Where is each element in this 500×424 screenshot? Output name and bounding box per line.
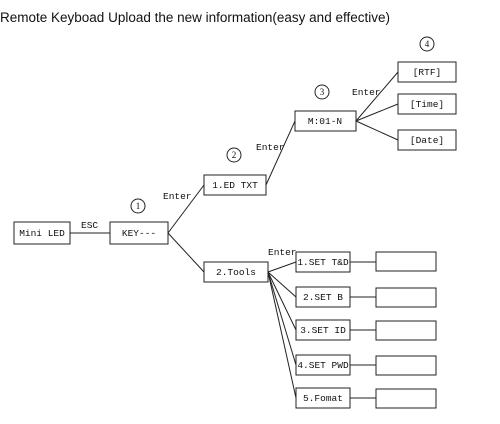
step-number-4: 4 xyxy=(425,39,430,49)
edge-label-enter-edtxt: Enter xyxy=(256,142,285,153)
edge-edtxt-m01n xyxy=(265,120,296,186)
empty-box-setid xyxy=(375,320,437,341)
edge-key-edtxt xyxy=(167,184,205,234)
node-key-label: KEY--- xyxy=(122,228,156,239)
edge-m01n-date xyxy=(355,120,399,141)
step-circle-2 xyxy=(226,147,242,163)
node-rtf-label: [RTF] xyxy=(413,67,442,78)
node-rtf-box xyxy=(397,61,457,83)
page-title: Remote Keyboad Upload the new informatio… xyxy=(0,10,390,25)
node-m01n-box xyxy=(294,110,357,132)
node-time-label: [Time] xyxy=(410,99,444,110)
step-circle-4 xyxy=(419,36,435,52)
node-date-box xyxy=(397,129,457,151)
node-m01n-label: M:01-N xyxy=(308,116,342,127)
empty-box-fomat xyxy=(375,388,437,409)
connector-lines xyxy=(70,71,399,399)
node-settd-box xyxy=(295,251,351,273)
step-circle-1 xyxy=(130,198,146,214)
node-tools-box xyxy=(203,261,269,283)
edge-tools-settd xyxy=(267,261,297,273)
edge-m01n-rtf xyxy=(355,71,399,122)
edge-key-tools xyxy=(167,232,205,273)
edge-tools-setid xyxy=(267,271,297,331)
node-key-box xyxy=(109,221,169,245)
node-tools-label: 2.Tools xyxy=(216,267,256,278)
edge-tools-setb xyxy=(267,271,297,298)
node-settd-label: 1.SET T&D xyxy=(297,257,349,268)
edge-label-enter-m01n: Enter xyxy=(352,87,381,98)
node-setid-label: 3.SET ID xyxy=(300,325,346,336)
step-number-3: 3 xyxy=(320,87,325,97)
node-date-label: [Date] xyxy=(410,135,444,146)
edge-tools-fomat xyxy=(267,271,297,399)
edge-label-esc: ESC xyxy=(81,220,98,231)
empty-box-setb xyxy=(375,287,437,308)
step-circle-3 xyxy=(314,84,330,100)
node-mini-led-box xyxy=(13,221,71,245)
node-setb-box xyxy=(295,286,351,308)
edge-m01n-time xyxy=(355,103,399,122)
node-edtxt-label: 1.ED TXT xyxy=(212,180,258,191)
empty-box-settd xyxy=(375,251,437,272)
step-number-2: 2 xyxy=(232,150,237,160)
node-setid-box xyxy=(295,319,351,341)
node-time-box xyxy=(397,93,457,115)
node-mini-led-label: Mini LED xyxy=(19,228,65,239)
node-setpwd-box xyxy=(295,354,351,376)
empty-box-setpwd xyxy=(375,355,437,376)
node-setb-label: 2.SET B xyxy=(303,292,343,303)
node-setpwd-label: 4.SET PWD xyxy=(297,360,349,371)
edge-tools-setpwd xyxy=(267,271,297,366)
edge-label-enter-key: Enter xyxy=(163,191,192,202)
node-fomat-box xyxy=(295,387,351,409)
edge-label-enter-tools: Enter xyxy=(268,247,297,258)
node-edtxt-box xyxy=(203,174,267,196)
step-number-1: 1 xyxy=(136,201,141,211)
node-fomat-label: 5.Fomat xyxy=(303,393,343,404)
